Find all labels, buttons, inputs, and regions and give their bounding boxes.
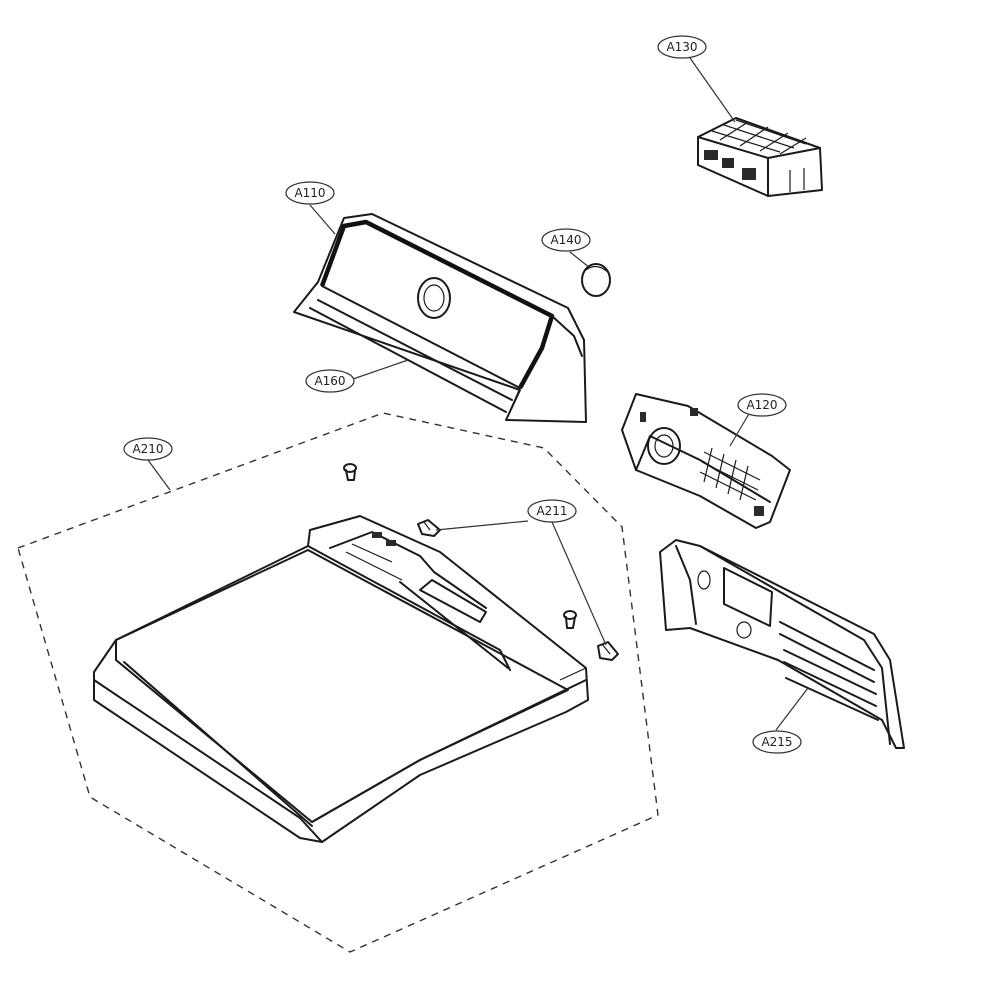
part-a215-rear-cover[interactable] [659,539,905,749]
clip-left [417,519,441,537]
assembly-boundary [17,412,659,953]
callout-a215-label: A215 [761,735,792,749]
callout-a110-label: A110 [294,186,325,200]
screw-left [343,463,357,481]
callout-a210: A210 [123,437,173,461]
part-a211-clips[interactable] [343,463,619,661]
part-a130-pcb-block[interactable] [697,117,823,197]
callout-a160-label: A160 [314,374,345,388]
screw-right [563,610,577,629]
leader-lines [147,57,809,731]
part-a140-knob[interactable] [581,263,611,297]
callout-a120: A120 [737,393,787,417]
callout-a130: A130 [657,35,707,59]
part-a120-main-board[interactable] [621,393,791,529]
callout-a130-label: A130 [666,40,697,54]
part-a210-top-lid[interactable] [93,515,589,843]
callout-a211: A211 [527,499,577,523]
callout-a110: A110 [285,181,335,205]
clip-right [597,641,619,661]
callout-a211-label: A211 [536,504,567,518]
callout-a120-label: A120 [746,398,777,412]
callout-a140-label: A140 [550,233,581,247]
callout-a210-label: A210 [132,442,163,456]
callout-a215: A215 [752,730,802,754]
callout-a140: A140 [541,228,591,252]
callout-a160: A160 [305,369,355,393]
